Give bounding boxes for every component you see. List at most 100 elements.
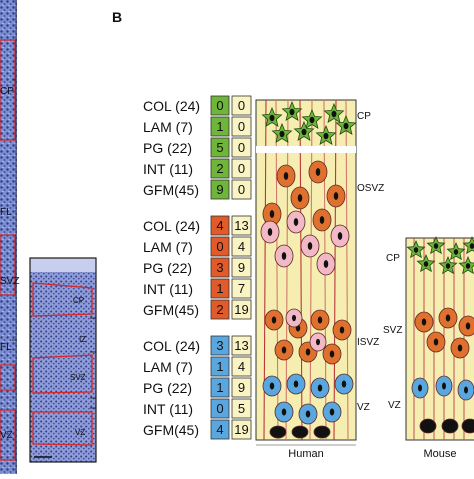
tissue-strip xyxy=(0,0,17,474)
human-zone-osvz: OSVZ xyxy=(357,183,384,194)
count-value-a: 1 xyxy=(216,119,223,134)
neuron-cell xyxy=(335,114,357,135)
count-value-a: 4 xyxy=(216,218,223,233)
inset-label-cp: CP xyxy=(73,296,84,305)
orange-cell xyxy=(458,315,474,337)
count-value-b: 0 xyxy=(238,182,245,197)
blue-cell xyxy=(435,375,453,397)
inset-tissue xyxy=(30,258,96,462)
count-value-b: 13 xyxy=(234,338,248,353)
neuron-cell xyxy=(293,120,315,141)
left-label-fl: FL xyxy=(0,207,12,218)
count-value-a: 0 xyxy=(216,98,223,113)
count-cell-plain xyxy=(231,377,252,398)
count-cell-plain xyxy=(231,278,252,299)
count-cell-colored xyxy=(210,179,230,200)
human-zone-cp: CP xyxy=(357,111,371,122)
count-value-b: 0 xyxy=(238,98,245,113)
neuron-cell xyxy=(458,255,474,275)
blue-cell xyxy=(286,373,306,395)
row-label: LAM (7) xyxy=(143,119,193,135)
count-cell-colored xyxy=(210,158,230,179)
human-zone-isvz: ISVZ xyxy=(357,337,379,348)
count-value-a: 2 xyxy=(216,302,223,317)
mouse-zone-cp: CP xyxy=(386,253,400,264)
orange-cell xyxy=(450,337,470,359)
pink-cell xyxy=(316,252,336,276)
count-cell-colored xyxy=(210,116,230,137)
orange-cell xyxy=(290,186,310,210)
count-cell-colored xyxy=(210,377,230,398)
orange-cell xyxy=(438,307,458,329)
count-cell-plain xyxy=(231,116,252,137)
blue-cell xyxy=(411,377,429,399)
count-value-a: 0 xyxy=(216,239,223,254)
row-label: COL (24) xyxy=(143,98,200,114)
orange-cell xyxy=(326,184,346,208)
panel-label-b: B xyxy=(112,9,122,25)
count-value-a: 1 xyxy=(216,380,223,395)
svz-box xyxy=(0,234,16,296)
blue-cell xyxy=(298,403,318,425)
count-value-b: 4 xyxy=(238,359,245,374)
count-cell-colored xyxy=(210,299,230,320)
neuron-cell xyxy=(261,106,283,127)
dividing-cell xyxy=(313,425,331,439)
count-cell-plain xyxy=(231,95,252,116)
row-label: PG (22) xyxy=(143,140,192,156)
dividing-cell xyxy=(441,418,459,434)
count-cell-colored xyxy=(210,257,230,278)
count-value-a: 1 xyxy=(216,281,223,296)
human-schematic: Human CP OSVZ ISVZ VZ xyxy=(255,99,384,460)
count-value-b: 19 xyxy=(234,422,248,437)
blue-cell xyxy=(274,401,294,423)
count-cell-plain xyxy=(231,236,252,257)
table-row: GFM(45) 4 19 xyxy=(143,419,252,440)
neuron-cell xyxy=(426,235,446,255)
pink-cell xyxy=(330,224,350,248)
neuron-cell xyxy=(271,122,293,143)
orange-cell xyxy=(312,208,332,232)
count-cell-plain xyxy=(231,257,252,278)
count-value-b: 5 xyxy=(238,401,245,416)
count-cell-colored xyxy=(210,335,230,356)
count-cell-colored xyxy=(210,95,230,116)
pink-cell xyxy=(309,332,327,352)
mouse-schematic: Mouse CP SVZ VZ xyxy=(383,235,474,460)
row-label: COL (24) xyxy=(143,218,200,234)
radial-fiber xyxy=(333,99,337,441)
orange-cell xyxy=(264,309,284,331)
inset-label-svz: SVZ xyxy=(70,373,86,382)
neuron-cell xyxy=(462,235,474,255)
count-cell-plain xyxy=(231,179,252,200)
dividing-cell xyxy=(269,425,287,439)
count-value-b: 9 xyxy=(238,260,245,275)
neuron-cell xyxy=(406,239,426,259)
inset-histology-image: CP IZ SVZ VZ xyxy=(29,257,97,463)
count-cell-colored xyxy=(210,215,230,236)
row-label: GFM(45) xyxy=(143,422,199,438)
count-value-b: 19 xyxy=(234,302,248,317)
count-cell-plain xyxy=(231,419,252,440)
count-value-a: 0 xyxy=(216,401,223,416)
neuron-cell xyxy=(323,102,345,123)
dividing-cell xyxy=(419,418,437,434)
count-value-b: 7 xyxy=(238,281,245,296)
row-label: INT (11) xyxy=(143,401,193,417)
blue-cell xyxy=(334,373,354,395)
neuron-cell xyxy=(301,108,323,129)
count-cell-plain xyxy=(231,356,252,377)
count-value-a: 4 xyxy=(216,422,223,437)
vz-box xyxy=(0,409,16,461)
count-cell-colored xyxy=(210,137,230,158)
